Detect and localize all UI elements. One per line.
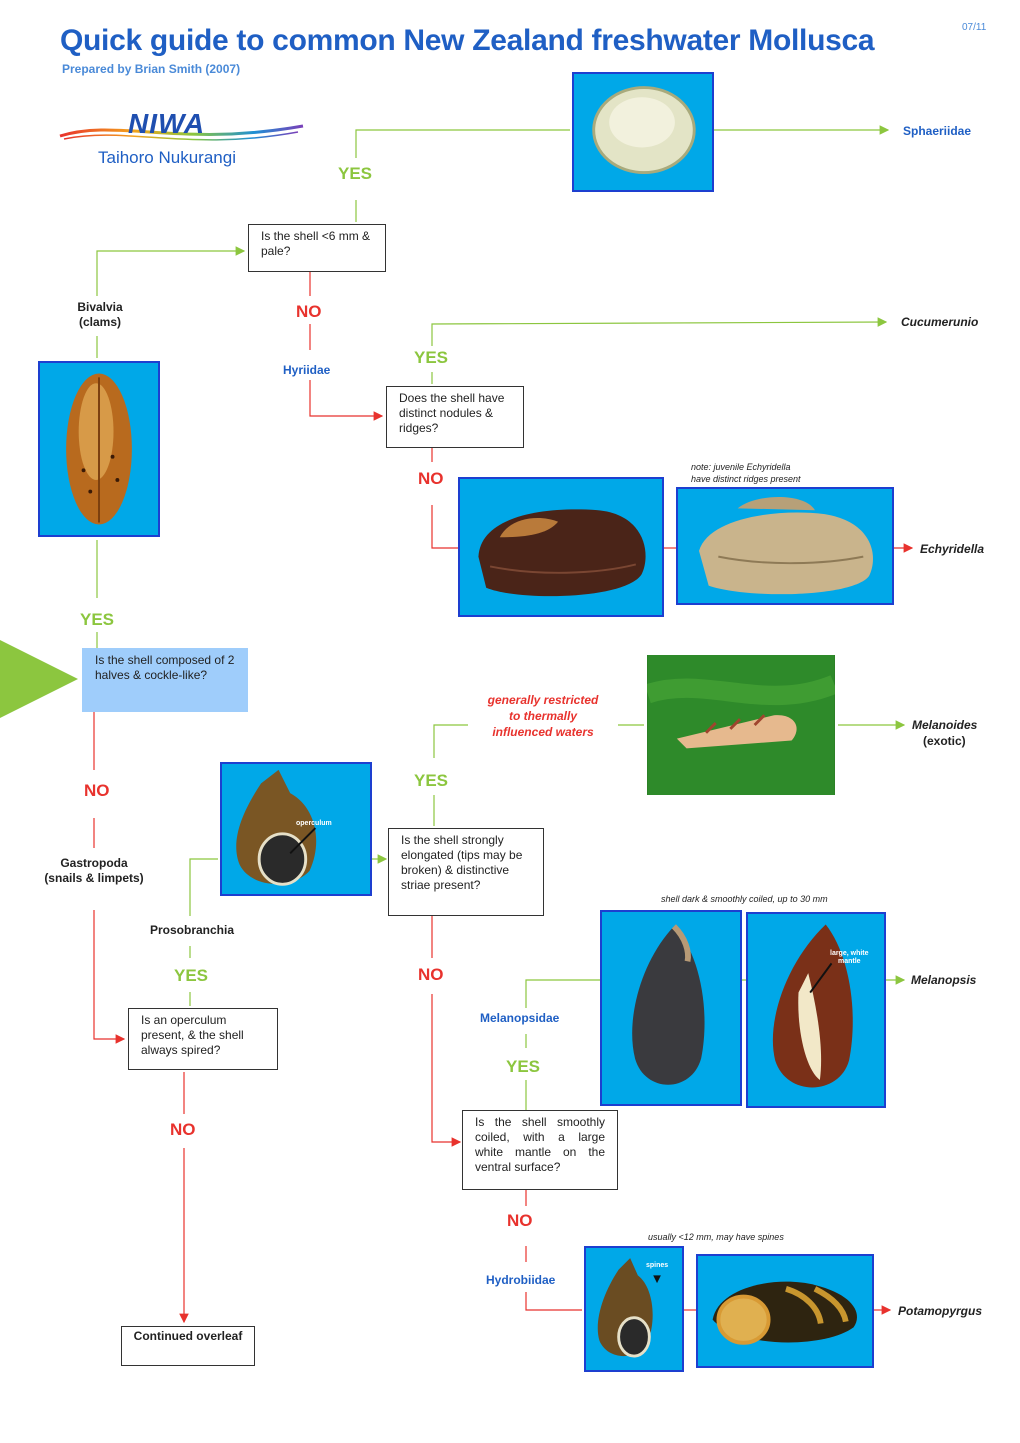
photo-bivalvia: [38, 361, 160, 537]
dest-echyridella: Echyridella: [920, 542, 985, 556]
family-melanopsidae: Melanopsidae: [480, 1011, 560, 1025]
spines-label: spines: [646, 1262, 669, 1269]
niwa-logo: NIWA Taihoro Nukurangi: [58, 108, 308, 178]
group-bivalvia: Bivalvia (clams): [77, 300, 123, 329]
photo-potamopyrgus: [696, 1254, 874, 1368]
no-label: NO: [507, 1211, 533, 1230]
mantle-label: large, white mantle: [830, 950, 869, 966]
page-subtitle: Prepared by Brian Smith (2007): [62, 62, 241, 76]
niwa-swoosh-icon: [59, 124, 304, 141]
question-white-mantle: Is the shell smoothly coiled, with a lar…: [462, 1110, 618, 1190]
dest-melanoides: Melanoides: [912, 718, 978, 732]
question-nodules-ridges: Does the shell have distinct nodules & r…: [386, 386, 524, 448]
photo-melanopsis-2: large, white mantle: [746, 912, 886, 1108]
note-juvenile-line2: have distinct ridges present: [691, 474, 801, 484]
dest-sphaeriidae: Sphaeriidae: [903, 124, 972, 138]
no-label: NO: [418, 469, 444, 488]
dest-cucumerunio: Cucumerunio: [901, 315, 979, 329]
note-melanopsis-size: shell dark & smoothly coiled, up to 30 m…: [661, 894, 828, 904]
group-prosobranchia: Prosobranchia: [149, 923, 235, 937]
photo-melanoides: [645, 653, 837, 797]
family-hyriidae: Hyriidae: [283, 363, 331, 377]
question-small-pale: Is the shell <6 mm & pale?: [248, 224, 386, 272]
photo-echyridella-2: [676, 487, 894, 605]
photo-prosobranchia: operculum: [220, 762, 372, 896]
yes-label: YES: [338, 164, 373, 183]
no-label: NO: [84, 781, 110, 800]
yes-label: YES: [80, 610, 115, 629]
mantle-label-line2: mantle: [837, 958, 861, 965]
no-label: NO: [296, 302, 322, 321]
note-warm-waters: generally restricted to thermally influe…: [487, 693, 599, 739]
note-juvenile-line1: note: juvenile Echyridella: [691, 462, 791, 472]
dest-potamopyrgus: Potamopyrgus: [898, 1304, 983, 1318]
note-potamopyrgus-size: usually <12 mm, may have spines: [648, 1232, 784, 1242]
yes-label: YES: [506, 1057, 541, 1076]
photo-melanopsis-1: [600, 910, 742, 1106]
dest-melanoides-note: (exotic): [923, 734, 966, 748]
group-gastropoda: Gastropoda (snails & limpets): [44, 856, 144, 885]
continued-overleaf-box: Continued overleaf: [121, 1326, 255, 1366]
operculum-label: operculum: [296, 820, 332, 827]
mantle-label-line1: large, white: [830, 950, 869, 957]
family-hydrobiidae: Hydrobiidae: [486, 1273, 556, 1287]
page-number: 07/11: [962, 22, 987, 33]
dest-melanopsis: Melanopsis: [911, 973, 977, 987]
no-label: NO: [170, 1120, 196, 1139]
photo-hydrobiidae: spines: [584, 1246, 684, 1372]
yes-label: YES: [414, 348, 449, 367]
question-operculum: Is an operculum present, & the shell alw…: [128, 1008, 278, 1070]
page-title: Quick guide to common New Zealand freshw…: [60, 24, 875, 57]
question-elongated: Is the shell strongly elongated (tips ma…: [388, 828, 544, 916]
question-two-halves: Is the shell composed of 2 halves & cock…: [82, 648, 248, 712]
yes-label: YES: [414, 771, 449, 790]
logo-name: NIWA: [128, 108, 206, 139]
logo-tagline: Taihoro Nukurangi: [98, 148, 236, 167]
yes-label: YES: [174, 966, 209, 985]
photo-echyridella-1: [458, 477, 664, 617]
no-label: NO: [418, 965, 444, 984]
photo-sphaeriidae: [572, 72, 714, 192]
start-arrow-icon: [0, 640, 78, 718]
